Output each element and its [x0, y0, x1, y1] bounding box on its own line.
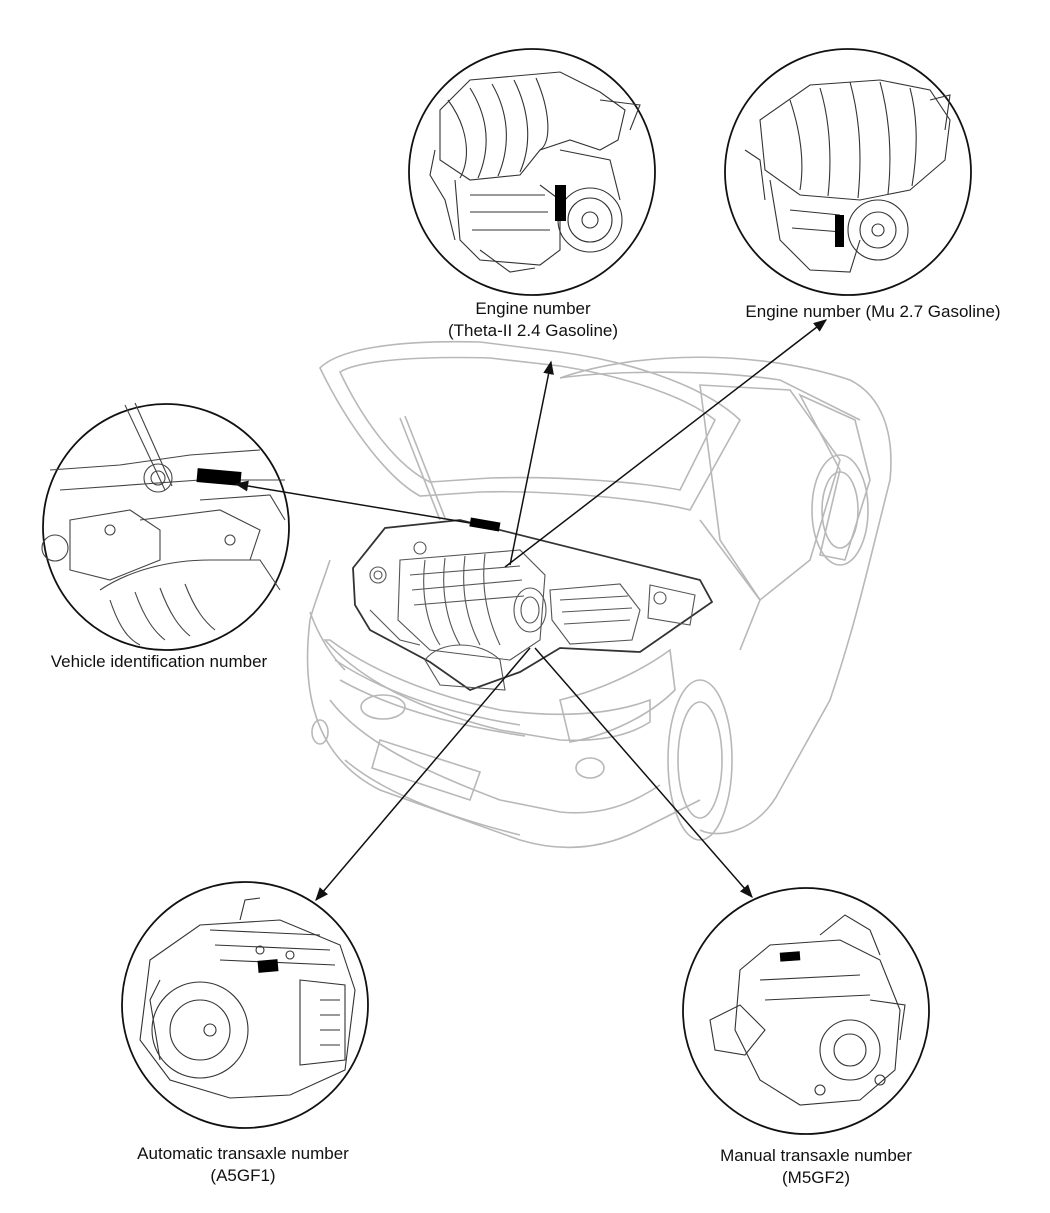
auto-transaxle-label-line2: (A5GF1) [210, 1166, 276, 1185]
pointer-vin [234, 480, 471, 524]
manual-transaxle-label-line1: Manual transaxle number [720, 1146, 912, 1165]
engine-mu-label-text: Engine number (Mu 2.7 Gasoline) [745, 302, 1001, 321]
engine-theta-label-line1: Engine number [475, 299, 591, 318]
engine-bay [352, 519, 714, 692]
vin-label-text: Vehicle identification number [50, 652, 268, 671]
manual-transaxle-label-line2: (M5GF2) [782, 1168, 850, 1187]
manual-transaxle-label: Manual transaxle number (M5GF2) [694, 1145, 938, 1189]
vin-circle [41, 402, 290, 651]
vin-label: Vehicle identification number [28, 651, 290, 673]
auto-transaxle-label: Automatic transaxle number (A5GF1) [113, 1143, 373, 1187]
bay-vin-tag [469, 517, 501, 532]
engine-mu-label: Engine number (Mu 2.7 Gasoline) [718, 301, 1028, 323]
engine-theta-label-line2: (Theta-II 2.4 Gasoline) [447, 321, 619, 340]
pointer-mu [504, 319, 828, 568]
pointer-auto [315, 647, 531, 902]
pointer-manual [534, 647, 753, 899]
engine-bay-detail [369, 541, 696, 691]
engine-theta-label: Engine number (Theta-II 2.4 Gasoline) [430, 298, 636, 342]
car-illustration [306, 340, 892, 849]
pointer-theta [509, 360, 554, 566]
auto-transaxle-circle [121, 881, 369, 1129]
manual-transaxle-circle [682, 887, 930, 1135]
pointer-lines [234, 319, 828, 902]
engine-theta-circle [408, 48, 656, 296]
auto-transaxle-label-line1: Automatic transaxle number [137, 1144, 349, 1163]
engine-mu-circle [724, 48, 972, 296]
